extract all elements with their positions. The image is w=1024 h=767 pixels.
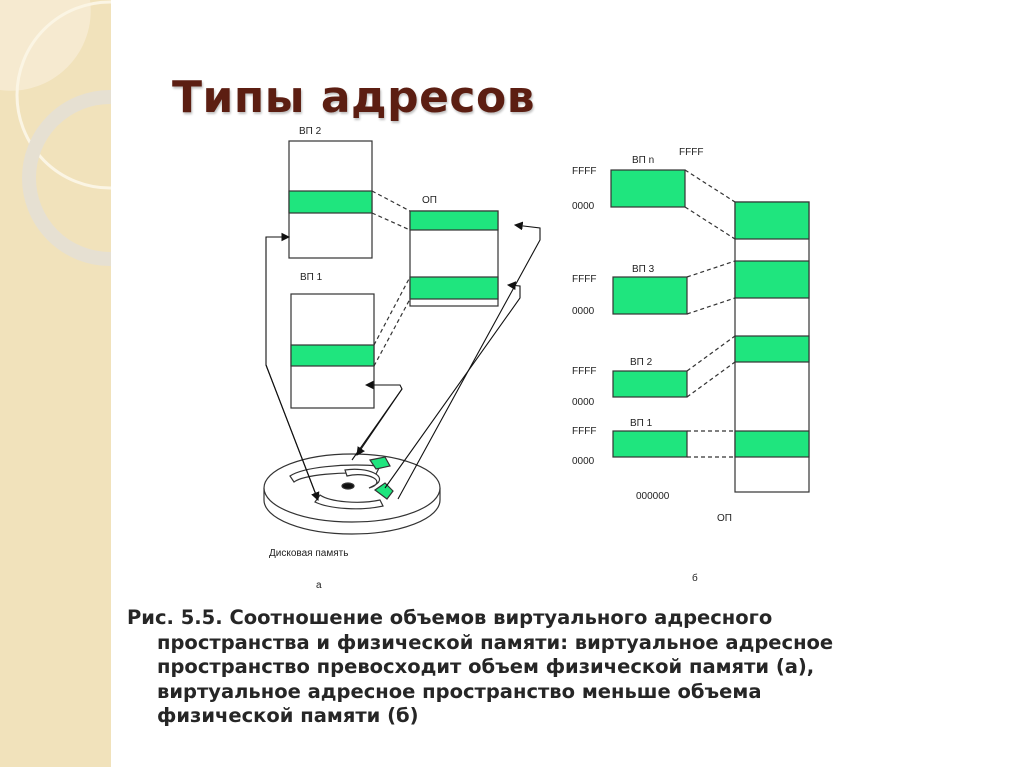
label-disk: Дисковая память bbox=[269, 548, 348, 559]
label-vp2-b: ВП 2 bbox=[630, 357, 653, 368]
vp2-page bbox=[288, 190, 373, 214]
label-0000: 0000 bbox=[572, 306, 595, 317]
caption-line: пространство превосходит объем физическо… bbox=[157, 655, 815, 678]
caption-line: физической памяти (б) bbox=[157, 704, 419, 727]
label-vp2: ВП 2 bbox=[299, 126, 322, 137]
label-ffff: FFFF bbox=[572, 426, 596, 437]
label-ffff: FFFF bbox=[572, 366, 596, 377]
label-vp3: ВП 3 bbox=[632, 264, 655, 275]
label-a: а bbox=[316, 580, 322, 591]
caption-line: виртуальное адресное пространство меньше… bbox=[157, 679, 762, 703]
vp1-box-b bbox=[612, 430, 688, 458]
decorative-circles bbox=[0, 0, 111, 266]
vp2-box-b bbox=[612, 370, 688, 398]
label-op-b: ОП bbox=[717, 513, 732, 524]
vp3-box bbox=[612, 276, 688, 315]
label-vpn: ВП n bbox=[632, 155, 654, 166]
vp1-page bbox=[290, 344, 375, 367]
label-ffff: FFFF bbox=[572, 274, 596, 285]
label-b: б bbox=[692, 572, 698, 584]
label-000000: 000000 bbox=[636, 491, 670, 502]
label-0000: 0000 bbox=[572, 201, 595, 212]
label-vp1-b: ВП 1 bbox=[630, 418, 653, 429]
label-op-a: ОП bbox=[422, 195, 437, 206]
caption-line: Рис. 5.5. Соотношение объемов виртуально… bbox=[127, 606, 773, 629]
decorative-side-band bbox=[0, 0, 111, 767]
slide-title: Типы адресов bbox=[172, 72, 536, 123]
label-ffff: FFFF bbox=[572, 166, 596, 177]
label-0000: 0000 bbox=[572, 397, 595, 408]
label-0000: 0000 bbox=[572, 456, 595, 467]
label-ffff: FFFF bbox=[679, 147, 703, 158]
figure-caption: Рис. 5.5. Соотношение объемов виртуально… bbox=[127, 606, 947, 729]
vpn-box bbox=[610, 169, 686, 208]
label-vp1: ВП 1 bbox=[300, 272, 323, 283]
caption-line: пространства и физической памяти: виртуа… bbox=[157, 630, 834, 654]
